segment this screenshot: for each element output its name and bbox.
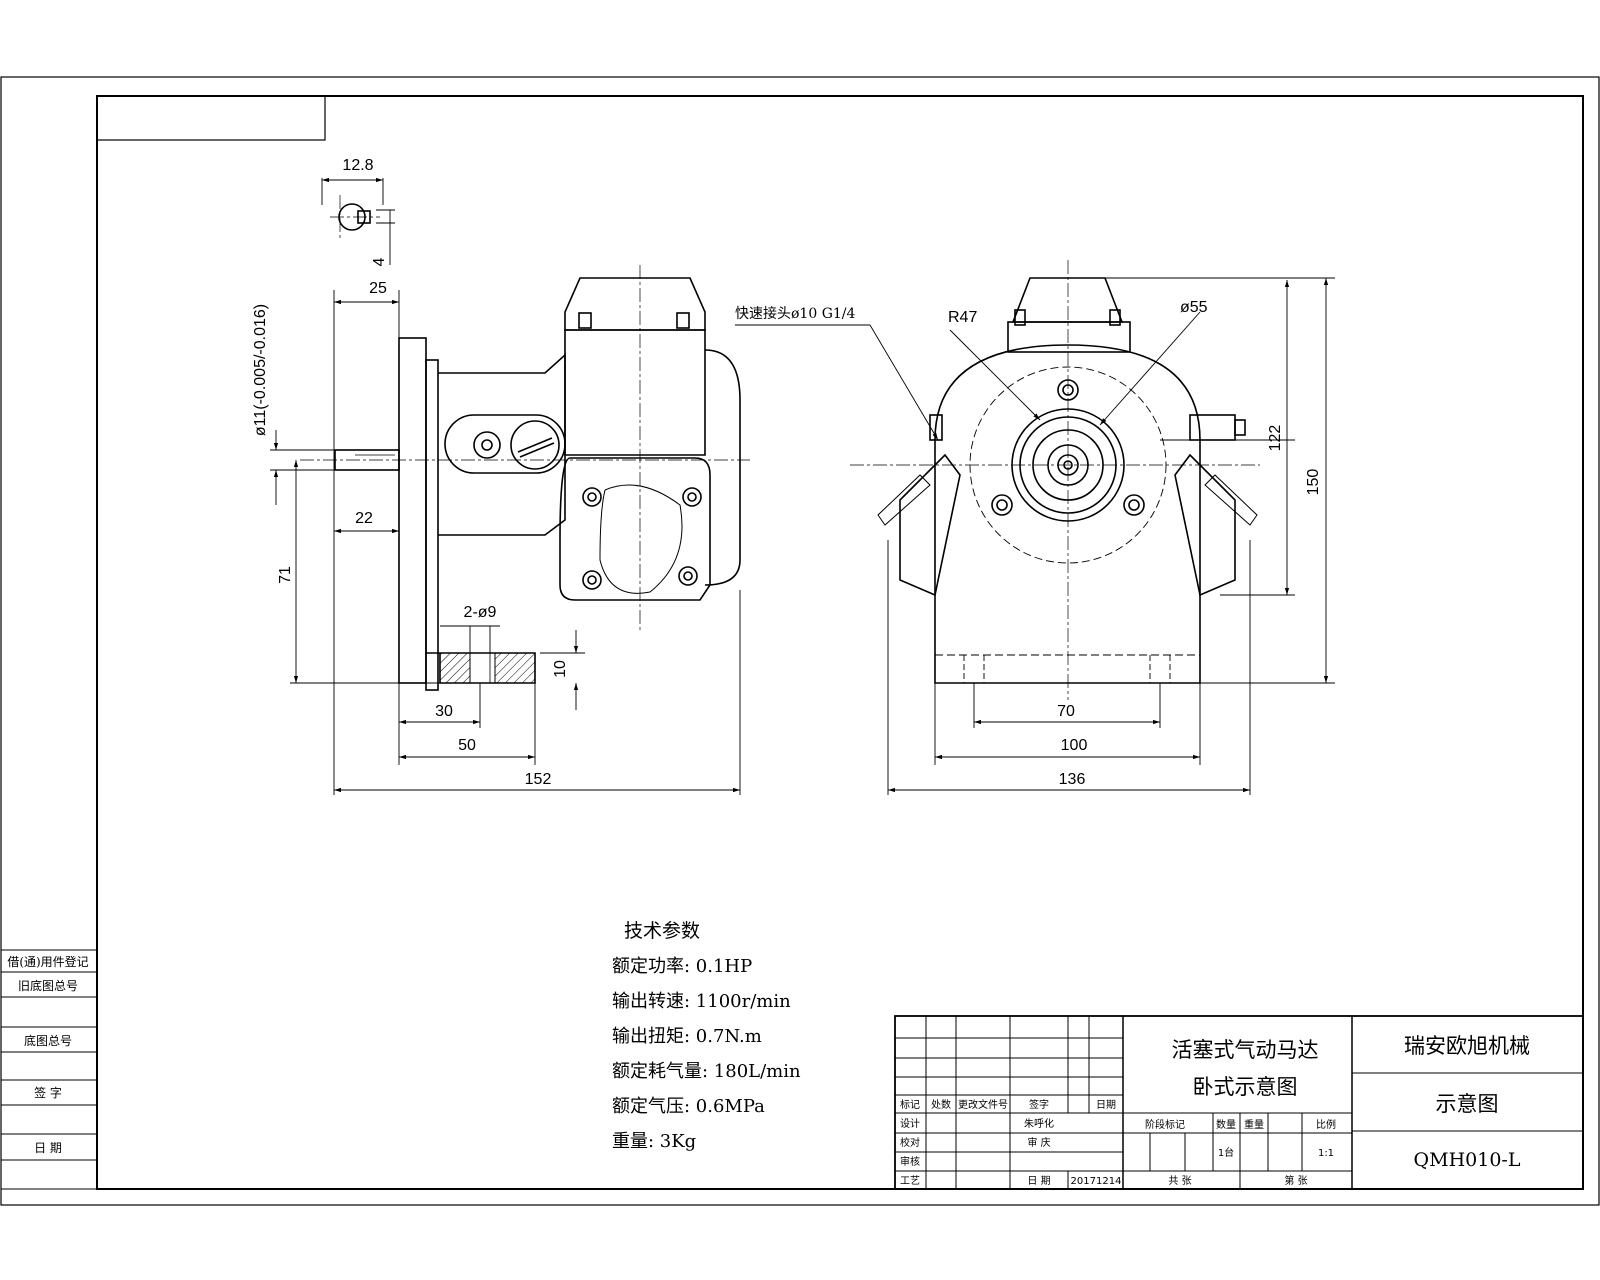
hdr-quantity: 数量 <box>1216 1118 1236 1131</box>
left-strip <box>0 949 98 1190</box>
base-hatch-right <box>494 652 536 684</box>
dim-fitting: 快速接头ø10 G1/4 <box>735 305 856 322</box>
dim-flange: 25 <box>369 280 387 297</box>
tech-specs: 技术参数 额定功率: 0.1HP 输出转速: 1100r/min 输出扭矩: 0… <box>612 920 801 1152</box>
hdr-mark: 标记 <box>900 1099 920 1111</box>
front-view <box>877 277 1258 684</box>
side-dims <box>270 177 741 795</box>
dim-key-width: 12.8 <box>342 157 373 174</box>
strip-label-reg: 借(通)用件登记 <box>7 954 88 969</box>
product-name: 活塞式气动马达 <box>1172 1038 1319 1062</box>
designer-name: 朱呼化 <box>1024 1117 1054 1130</box>
sheet-number: 第 张 <box>1284 1174 1307 1187</box>
side-view <box>334 203 741 691</box>
role-check: 校对 <box>900 1136 920 1149</box>
drawing-number: QMH010-L <box>1414 1149 1521 1171</box>
sheet-total: 共 张 <box>1168 1175 1191 1187</box>
dimension-labels: 12.8 4 25 ø11(-0.005/-0.016) 22 71 2-ø9 … <box>252 157 1322 788</box>
strip-label-sign: 签 字 <box>34 1085 62 1100</box>
hdr-change-doc: 更改文件号 <box>958 1098 1008 1111</box>
spec-line-pressure: 额定气压: 0.6MPa <box>612 1096 765 1117</box>
strip-label-base: 底图总号 <box>24 1033 72 1048</box>
hdr-sign: 签字 <box>1029 1098 1049 1111</box>
date-value: 20171214 <box>1071 1176 1122 1187</box>
left-strip-labels: 借(通)用件登记 旧底图总号 底图总号 签 字 日 期 <box>7 954 88 1155</box>
role-process: 工艺 <box>900 1175 920 1187</box>
dim-h150: 150 <box>1305 469 1322 496</box>
dim-hole-30: 30 <box>435 703 453 720</box>
checker-name: 审 庆 <box>1027 1136 1050 1149</box>
company-name: 瑞安欧旭机械 <box>1404 1034 1530 1058</box>
dim-w100: 100 <box>1061 737 1088 754</box>
title-block-text: 活塞式气动马达 卧式示意图 瑞安欧旭机械 示意图 QMH010-L 标记 处数 … <box>900 1034 1530 1187</box>
scale-value: 1:1 <box>1318 1148 1334 1159</box>
spec-line-airflow: 额定耗气量: 180L/min <box>612 1061 801 1082</box>
side-centerlines <box>300 195 750 630</box>
dim-base-thick: 10 <box>552 660 569 678</box>
drawing-type: 示意图 <box>1436 1092 1499 1116</box>
date-label: 日 期 <box>1027 1175 1050 1187</box>
spec-line-speed: 输出转速: 1100r/min <box>612 991 791 1012</box>
hdr-weight: 重量 <box>1244 1118 1264 1131</box>
hdr-count: 处数 <box>931 1098 951 1111</box>
dim-radius: R47 <box>948 309 977 326</box>
dim-w136: 136 <box>1059 771 1086 788</box>
dim-shaft-height: 71 <box>277 566 294 584</box>
dim-key-depth: 4 <box>371 257 388 266</box>
base-hatch-left <box>439 652 471 684</box>
spec-line-torque: 输出扭矩: 0.7N.m <box>612 1026 762 1047</box>
dim-shaft-dia: ø11(-0.005/-0.016) <box>252 304 269 436</box>
title-block <box>894 1015 1584 1190</box>
dim-circle-dia: ø55 <box>1180 299 1208 316</box>
sheet-frame <box>0 76 1600 1206</box>
dim-hole-50: 50 <box>458 737 476 754</box>
role-design: 设计 <box>900 1117 920 1130</box>
dim-overall-length: 152 <box>525 771 552 788</box>
spec-line-power: 额定功率: 0.1HP <box>612 956 752 977</box>
front-dims <box>735 277 1335 795</box>
product-subtitle: 卧式示意图 <box>1193 1075 1298 1099</box>
front-centerlines <box>850 260 1260 700</box>
dim-w70: 70 <box>1057 703 1075 720</box>
dim-holes: 2-ø9 <box>464 604 497 621</box>
role-review: 审核 <box>900 1155 920 1168</box>
dim-shaft-length: 22 <box>355 510 373 527</box>
quantity-value: 1台 <box>1218 1146 1234 1159</box>
dim-h122: 122 <box>1267 425 1284 452</box>
strip-label-date: 日 期 <box>34 1141 62 1155</box>
strip-label-old: 旧底图总号 <box>18 978 78 993</box>
hdr-stage: 阶段标记 <box>1145 1118 1185 1131</box>
hdr-date: 日期 <box>1096 1099 1116 1111</box>
hdr-scale: 比例 <box>1316 1118 1336 1131</box>
spec-line-weight: 重量: 3Kg <box>612 1131 696 1152</box>
specs-title: 技术参数 <box>624 920 700 942</box>
